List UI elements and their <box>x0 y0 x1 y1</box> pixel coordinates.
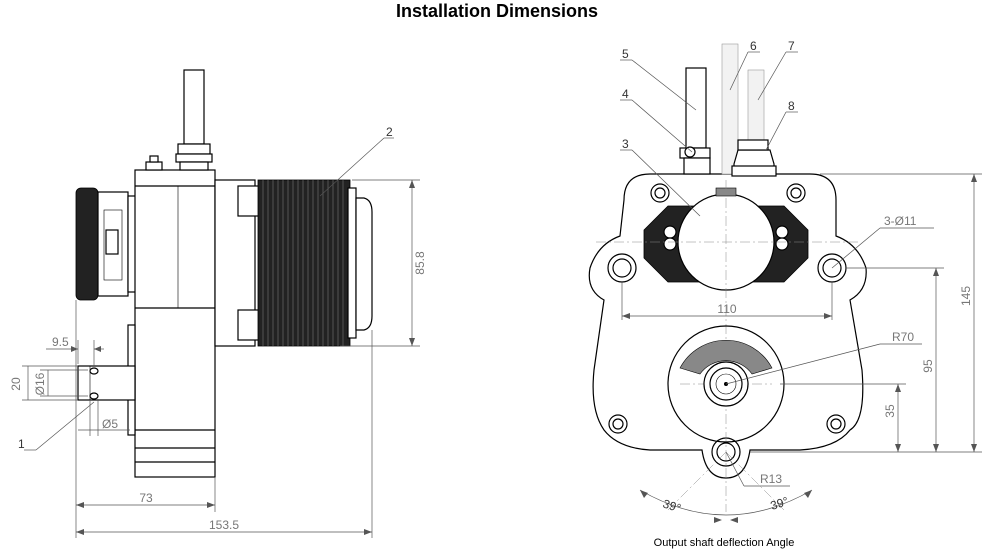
callout-6: 6 <box>750 39 757 53</box>
callout-3: 3 <box>622 137 629 151</box>
dim-angle-left: 39° <box>661 497 683 516</box>
dim-145: 145 <box>959 286 973 306</box>
side-handwheel <box>75 187 137 301</box>
side-housing <box>127 155 216 478</box>
flange-bolts <box>663 225 789 251</box>
callout-8: 8 <box>788 99 795 113</box>
dim-16: Ø16 <box>33 372 47 395</box>
drawing-title: Installation Dimensions <box>395 1 599 21</box>
angle-caption: Output shaft deflection Angle <box>654 537 795 549</box>
side-output-shaft <box>77 365 136 401</box>
dim-95: 95 <box>921 359 935 373</box>
dim-holes: 3-Ø11 <box>884 214 917 228</box>
top-connectors <box>679 43 777 177</box>
side-view: 2 1 85.8 9.5 20 Ø16 Ø5 <box>9 69 427 538</box>
dim-angle-right: 39° <box>769 494 791 513</box>
mounting-holes <box>607 253 847 467</box>
dim-20: 20 <box>9 377 23 391</box>
side-motor <box>214 179 373 347</box>
side-top-post <box>175 69 213 171</box>
corner-bolts <box>608 183 846 434</box>
dim-73: 73 <box>139 491 153 505</box>
callout-4: 4 <box>622 87 629 101</box>
callout-5: 5 <box>622 47 629 61</box>
dim-9-5: 9.5 <box>52 335 69 349</box>
callout-1: 1 <box>18 437 25 451</box>
dim-r70: R70 <box>892 330 914 344</box>
dim-110: 110 <box>717 302 736 316</box>
motor-fins <box>262 180 344 346</box>
dim-5: Ø5 <box>102 417 118 431</box>
callout-7: 7 <box>788 39 795 53</box>
dim-r13: R13 <box>760 472 782 486</box>
dim-153-5: 153.5 <box>209 518 239 532</box>
dim-85-8: 85.8 <box>413 251 427 275</box>
front-view: 3 4 5 6 7 8 3-Ø11 110 <box>588 39 982 549</box>
callout-2: 2 <box>386 125 393 139</box>
front-callouts: 3 4 5 6 7 8 <box>620 39 798 217</box>
output-disk <box>667 325 785 443</box>
dim-35: 35 <box>883 404 897 418</box>
